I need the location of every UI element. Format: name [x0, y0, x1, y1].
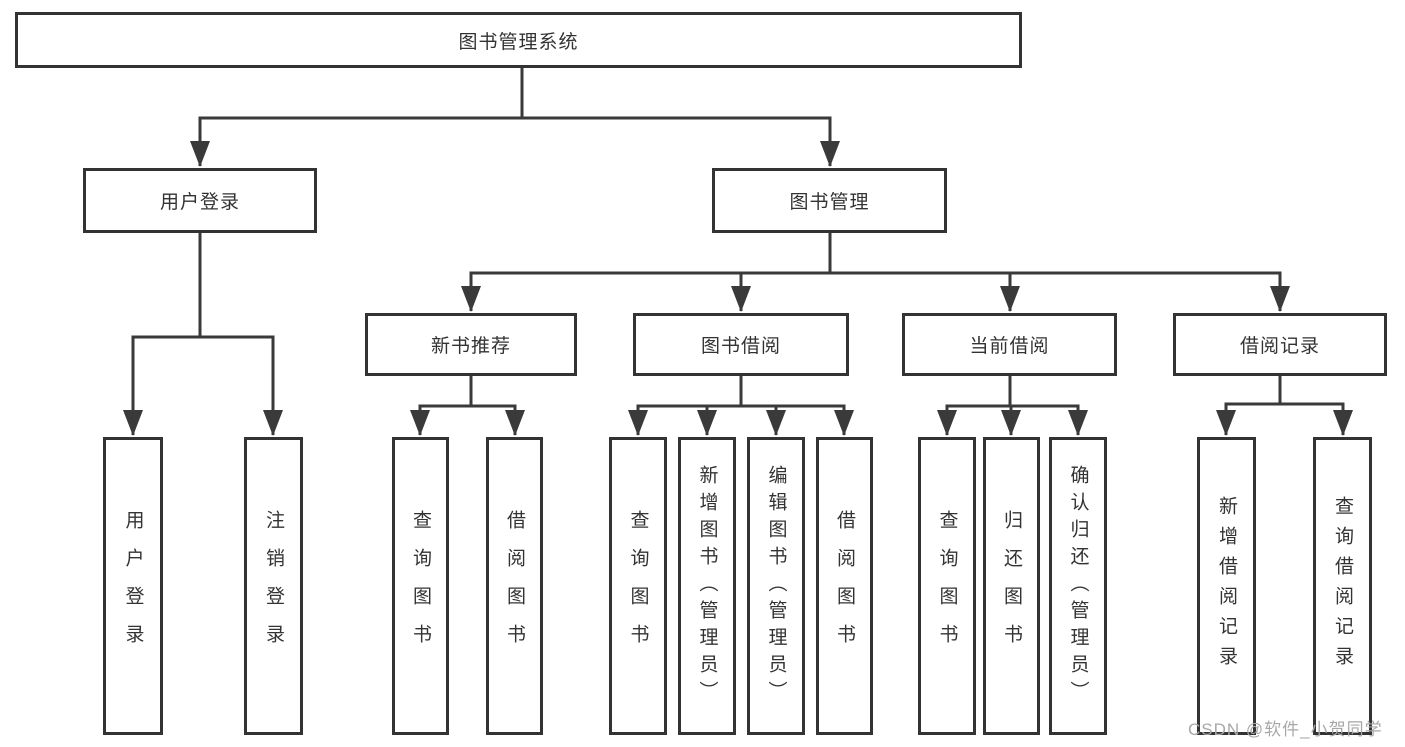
leaf-add-borrow-record: 新增借阅记录 [1197, 437, 1256, 735]
leaf-edit-book-admin: 编辑图书（管理员） [747, 437, 805, 735]
leaf-query-books-1-label: 查询图书 [410, 510, 431, 662]
edge-book-borrowing-to-borrow-books [741, 404, 854, 436]
node-new-book-recommendation-label: 新书推荐 [430, 336, 511, 357]
leaf-logout-label: 注销登录 [263, 510, 284, 662]
node-borrowing-records-label: 借阅记录 [1239, 336, 1320, 357]
leaf-borrow-books-2: 借阅图书 [816, 437, 873, 735]
edge-user-login-to-leaf-user-login [123, 233, 202, 436]
leaf-confirm-return-admin-label: 确认归还（管理员） [1067, 464, 1089, 708]
leaf-query-borrow-record-label: 查询借阅记录 [1332, 496, 1353, 676]
leaf-add-borrow-record-label: 新增借阅记录 [1216, 496, 1237, 676]
edge-current-borrowing-to-query-books [937, 376, 1012, 436]
leaf-add-book-admin-label: 新增图书（管理员） [696, 464, 718, 708]
node-root-label: 图书管理系统 [458, 31, 579, 53]
leaf-query-books-2: 查询图书 [609, 437, 667, 735]
leaf-add-book-admin: 新增图书（管理员） [678, 437, 736, 735]
node-book-borrowing: 图书借阅 [633, 313, 849, 376]
edge-book-borrowing-to-query-books [628, 376, 743, 436]
edge-user-login-to-leaf-logout [200, 335, 283, 436]
edge-new-book-to-query-books [410, 376, 473, 436]
node-root: 图书管理系统 [15, 12, 1022, 68]
leaf-user-login-label: 用户登录 [122, 510, 144, 662]
watermark: CSDN @软件_小贺同学 [1188, 720, 1383, 739]
leaf-user-login: 用户登录 [103, 437, 163, 735]
leaf-return-book: 归还图书 [983, 437, 1040, 735]
node-book-management-label: 图书管理 [789, 192, 870, 213]
edge-book-management-to-new-book [461, 233, 832, 312]
leaf-borrow-books-1: 借阅图书 [486, 437, 543, 735]
edge-new-book-to-borrow-books [471, 404, 525, 436]
leaf-logout: 注销登录 [244, 437, 303, 735]
edge-book-borrowing-to-edit-book [741, 404, 786, 436]
edge-root-to-book-management [522, 116, 840, 167]
leaf-borrow-books-1-label: 借阅图书 [504, 510, 525, 662]
edge-borrowing-records-to-query-record [1280, 402, 1353, 436]
leaf-return-book-label: 归还图书 [1001, 510, 1022, 662]
node-new-book-recommendation: 新书推荐 [365, 313, 577, 376]
edge-book-management-to-borrowing-records [830, 271, 1290, 312]
edge-current-borrowing-to-confirm-return [1010, 404, 1088, 436]
leaf-query-books-1: 查询图书 [392, 437, 449, 735]
node-book-borrowing-label: 图书借阅 [700, 336, 781, 357]
leaf-confirm-return-admin: 确认归还（管理员） [1049, 437, 1107, 735]
edge-current-borrowing-to-return-book [1001, 404, 1021, 436]
edge-book-management-to-book-borrowing [731, 271, 830, 312]
node-current-borrowing: 当前借阅 [902, 313, 1117, 376]
edge-book-management-to-current-borrowing [830, 271, 1020, 312]
node-borrowing-records: 借阅记录 [1173, 313, 1387, 376]
leaf-borrow-books-2-label: 借阅图书 [834, 510, 855, 662]
leaf-query-books-2-label: 查询图书 [627, 510, 649, 662]
node-user-login-label: 用户登录 [159, 192, 240, 213]
node-book-management: 图书管理 [712, 168, 947, 233]
edge-root-to-user-login [190, 68, 524, 167]
node-current-borrowing-label: 当前借阅 [969, 336, 1050, 357]
node-user-login: 用户登录 [83, 168, 317, 233]
leaf-edit-book-admin-label: 编辑图书（管理员） [765, 464, 787, 708]
leaf-query-books-3: 查询图书 [918, 437, 976, 735]
leaf-query-books-3-label: 查询图书 [936, 510, 958, 662]
edge-book-borrowing-to-add-book [697, 404, 741, 436]
edge-borrowing-records-to-add-record [1216, 376, 1282, 436]
leaf-query-borrow-record: 查询借阅记录 [1313, 437, 1372, 735]
